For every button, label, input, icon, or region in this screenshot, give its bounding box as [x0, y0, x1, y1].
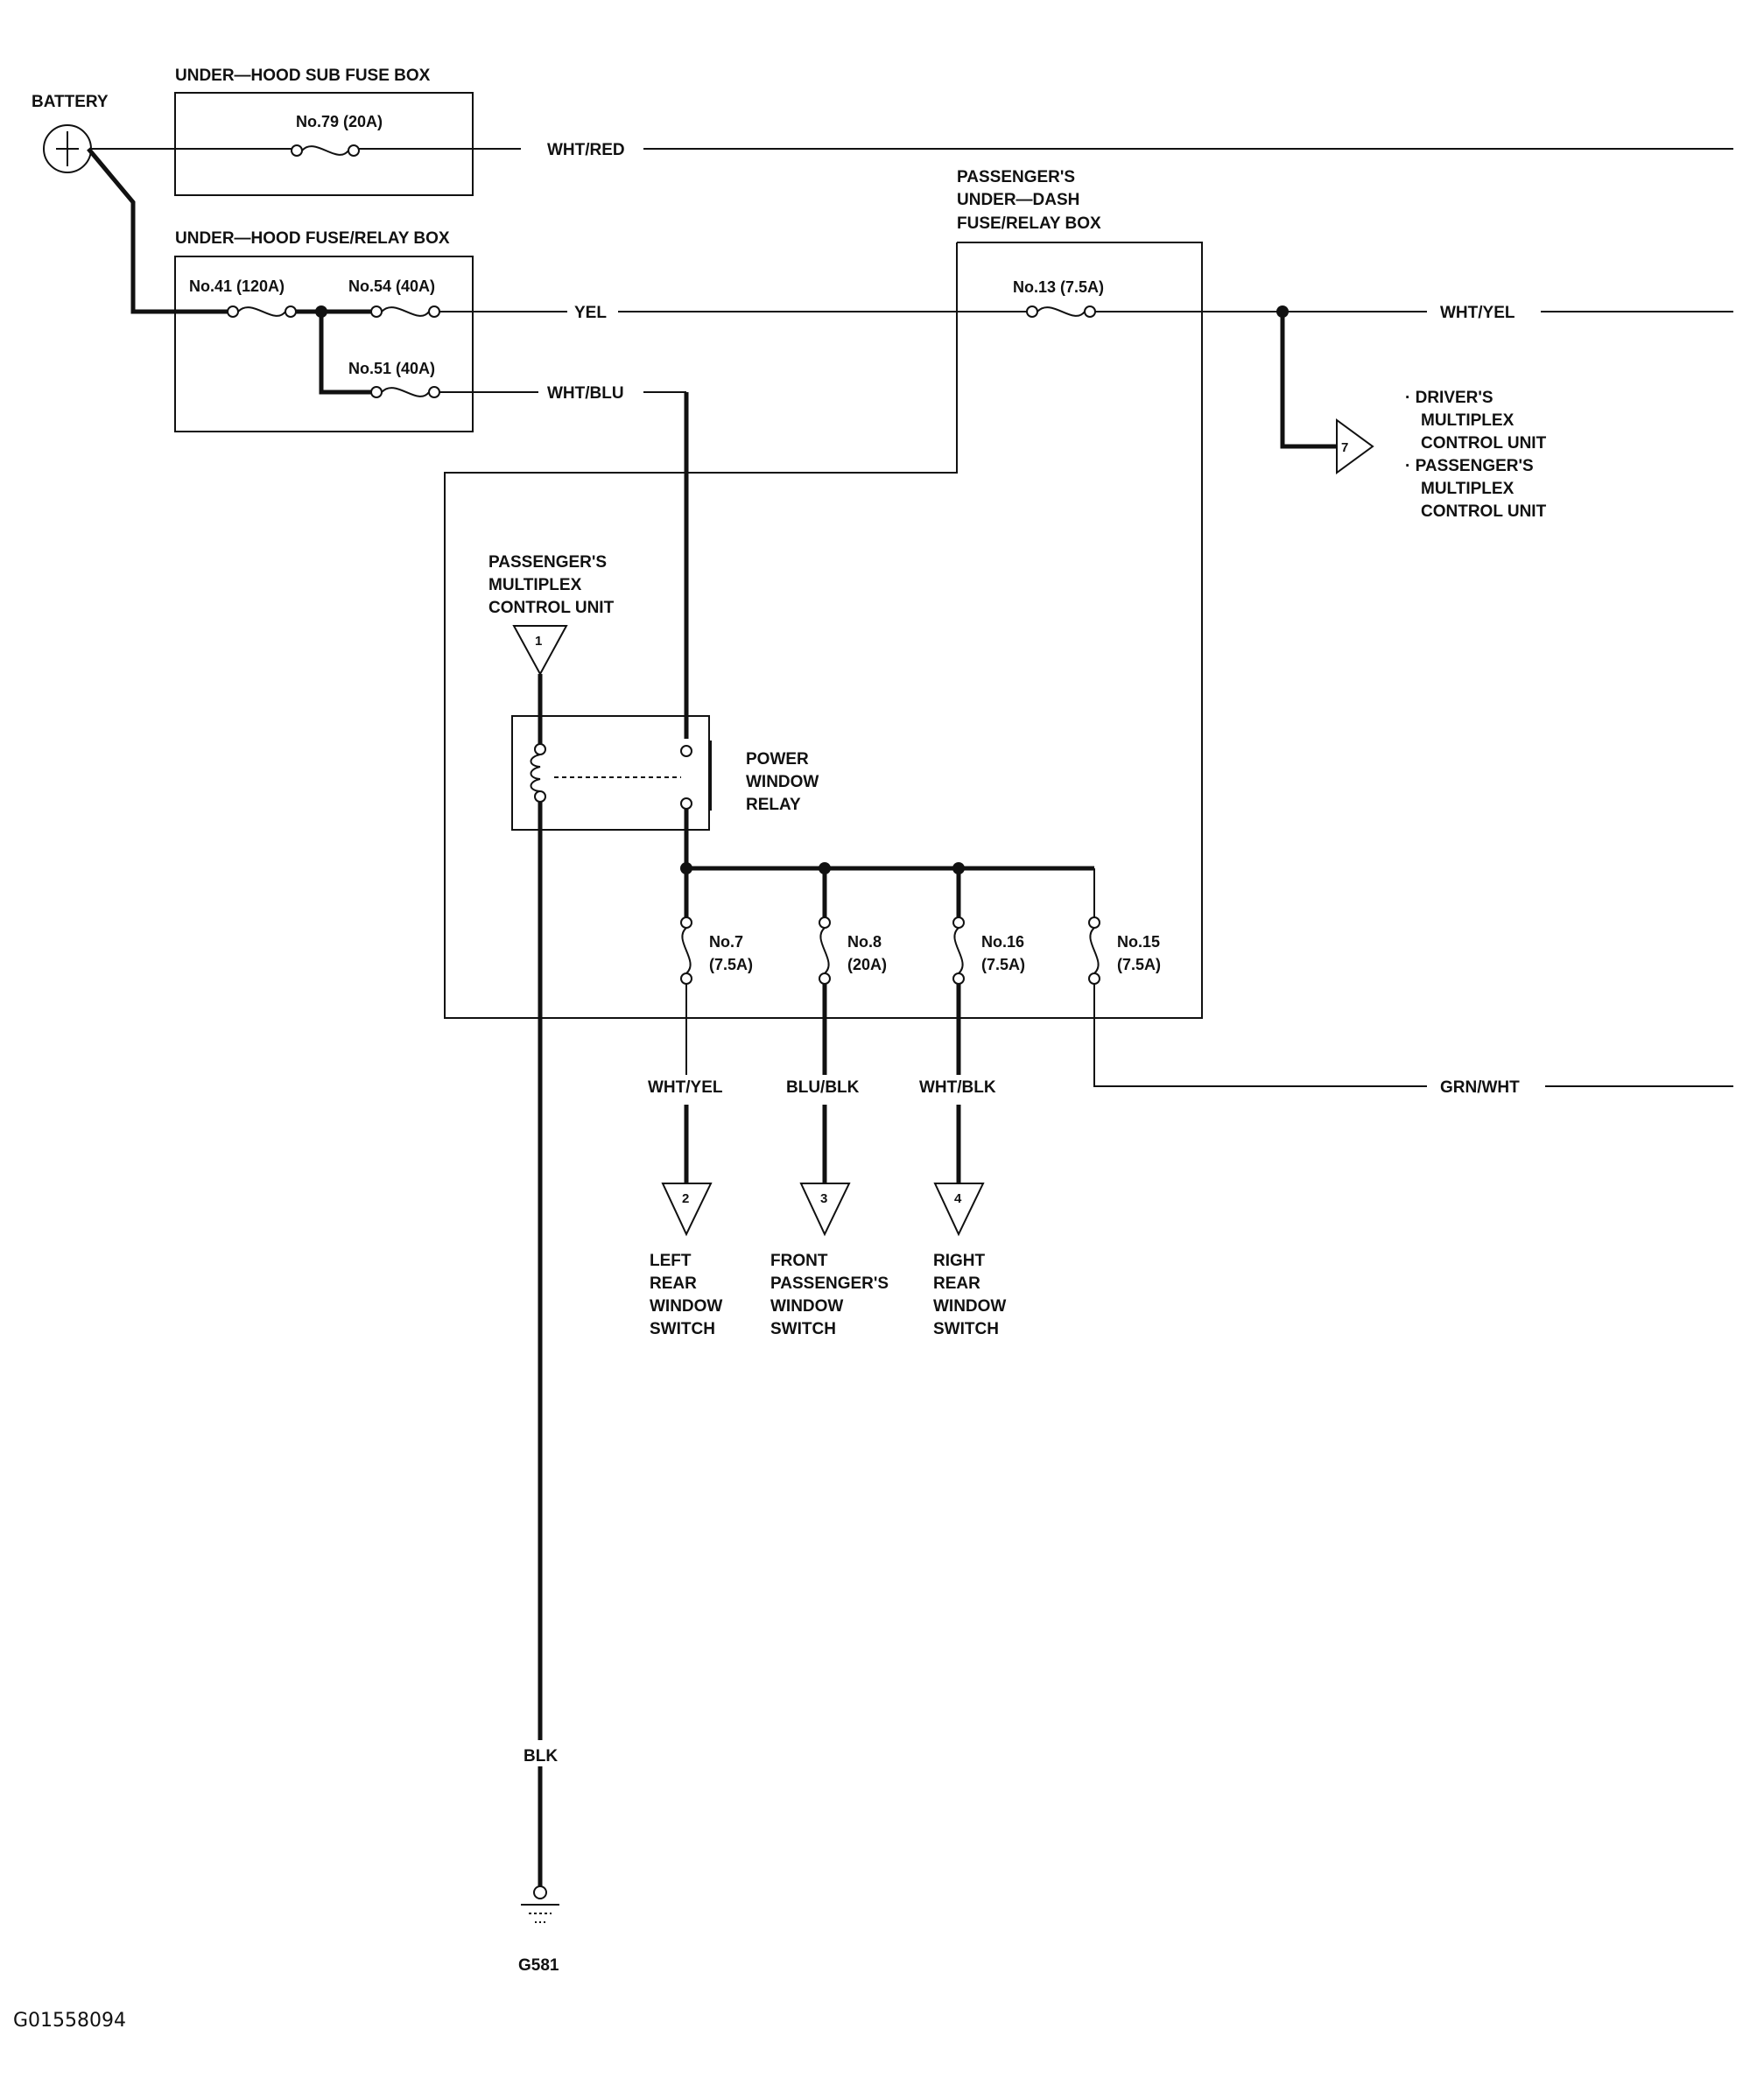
fuse-16: No.16 (7.5A) [952, 916, 1025, 985]
wire-label-wht-red: WHT/RED [547, 141, 625, 159]
ground-g581: G581 [518, 1885, 559, 1975]
wire-label-wht-blk: WHT/BLK [919, 1078, 996, 1097]
pass-mcu-line-2: MULTIPLEX [488, 576, 582, 594]
wire-blu-blk: BLU/BLK [786, 984, 860, 1183]
wire-label-wht-yel: WHT/YEL [648, 1078, 723, 1097]
fuse-bus [680, 862, 1095, 917]
left-rear-line-3: WINDOW [650, 1297, 722, 1316]
connector-4: 4 [933, 1183, 985, 1237]
wire-battery-feed [87, 147, 371, 395]
right-rear-line-2: REAR [933, 1274, 980, 1293]
fuse-54 [370, 305, 440, 318]
left-rear-window-switch: LEFT REAR WINDOW SWITCH [650, 1252, 722, 1338]
fuse-15-name: No.15 [1117, 933, 1160, 951]
wire-label-yel: YEL [574, 304, 607, 322]
fuse-16-name: No.16 [981, 933, 1024, 951]
mcu-list-line-4: · PASSENGER'S [1405, 457, 1534, 475]
right-rear-window-switch: RIGHT REAR WINDOW SWITCH [933, 1252, 1006, 1338]
dash-box-line-2: UNDER—DASH [957, 191, 1079, 209]
left-rear-line-4: SWITCH [650, 1320, 715, 1338]
connector-1: 1 [512, 625, 568, 677]
wire-wht-yel: WHT/YEL [648, 984, 723, 1183]
mcu-list-line-6: CONTROL UNIT [1421, 502, 1547, 521]
fuse-13-label: No.13 (7.5A) [1013, 278, 1104, 296]
sub-fuse-box-label: UNDER—HOOD SUB FUSE BOX [175, 67, 431, 85]
wire-wht-yel-top: WHT/YEL [1095, 304, 1733, 449]
battery-label: BATTERY [32, 93, 109, 111]
front-passenger-window-switch: FRONT PASSENGER'S WINDOW SWITCH [770, 1252, 889, 1338]
wire-wht-red: WHT/RED [91, 141, 1733, 159]
connector-4-number: 4 [954, 1191, 962, 1206]
connector-3: 3 [799, 1183, 851, 1237]
mcu-list-line-3: CONTROL UNIT [1421, 434, 1547, 453]
fuse-15: No.15 (7.5A) [1088, 916, 1161, 985]
front-pass-line-3: WINDOW [770, 1297, 843, 1316]
fuse-51-label: No.51 (40A) [348, 360, 435, 377]
connector-7-number: 7 [1341, 440, 1348, 455]
front-pass-line-1: FRONT [770, 1252, 828, 1270]
wire-label-blk: BLK [524, 1747, 558, 1766]
sub-fuse-box: UNDER—HOOD SUB FUSE BOX No.79 (20A) [174, 67, 474, 196]
relay-line-1: POWER [746, 750, 809, 769]
fuse-8-rating: (20A) [847, 956, 887, 973]
fuse-41 [227, 305, 297, 318]
multiplex-units-list: · DRIVER'S MULTIPLEX CONTROL UNIT · PASS… [1405, 389, 1547, 521]
wire-label-wht-yel-top: WHT/YEL [1440, 304, 1515, 322]
fuse-41-label: No.41 (120A) [189, 277, 285, 295]
mcu-list-line-5: MULTIPLEX [1421, 480, 1515, 498]
dash-box-line-3: FUSE/RELAY BOX [957, 214, 1101, 233]
wire-wht-blu: WHT/BLU [439, 384, 689, 739]
pass-mcu-line-1: PASSENGER'S [488, 553, 607, 572]
dash-box-line-1: PASSENGER'S [957, 168, 1075, 186]
fuse-7-rating: (7.5A) [709, 956, 753, 973]
ground-label: G581 [518, 1956, 559, 1975]
connector-2-number: 2 [682, 1191, 689, 1206]
wire-blk: BLK [520, 1740, 560, 1766]
fuse-7-name: No.7 [709, 933, 743, 951]
front-pass-line-4: SWITCH [770, 1320, 836, 1338]
fuse-51 [370, 386, 440, 398]
wire-label-blu-blk: BLU/BLK [786, 1078, 860, 1097]
relay-line-2: WINDOW [746, 773, 819, 791]
passenger-mcu: PASSENGER'S MULTIPLEX CONTROL UNIT [488, 553, 615, 617]
fuse-relay-box-label: UNDER—HOOD FUSE/RELAY BOX [175, 229, 450, 248]
right-rear-line-3: WINDOW [933, 1297, 1006, 1316]
fuse-8: No.8 (20A) [819, 916, 887, 985]
fuse-15-rating: (7.5A) [1117, 956, 1161, 973]
left-rear-line-1: LEFT [650, 1252, 692, 1270]
right-rear-line-4: SWITCH [933, 1320, 999, 1338]
front-pass-line-2: PASSENGER'S [770, 1274, 889, 1293]
fuse-54-label: No.54 (40A) [348, 277, 435, 295]
wire-label-wht-blu: WHT/BLU [547, 384, 624, 403]
fuse-16-rating: (7.5A) [981, 956, 1025, 973]
pass-mcu-line-3: CONTROL UNIT [488, 599, 615, 617]
fuse-79 [291, 144, 360, 157]
right-rear-line-1: RIGHT [933, 1252, 986, 1270]
mcu-list-line-2: MULTIPLEX [1421, 411, 1515, 430]
wire-yel: YEL [439, 304, 1027, 322]
connector-3-number: 3 [820, 1191, 827, 1206]
mcu-list-line-1: · DRIVER'S [1405, 389, 1493, 407]
fuse-7: No.7 (7.5A) [680, 916, 753, 985]
wire-label-grn-wht: GRN/WHT [1440, 1078, 1520, 1097]
fuse-13 [1026, 305, 1096, 318]
fuse-79-label: No.79 (20A) [296, 113, 383, 130]
image-id: G01558094 [13, 2010, 126, 2032]
fuse-8-name: No.8 [847, 933, 882, 951]
left-rear-line-2: REAR [650, 1274, 697, 1293]
power-window-relay: POWER WINDOW RELAY [511, 674, 819, 1886]
connector-1-number: 1 [535, 634, 542, 649]
relay-line-3: RELAY [746, 796, 801, 814]
wire-wht-blk: WHT/BLK [919, 984, 996, 1183]
connector-2: 2 [661, 1183, 713, 1237]
under-dash-box: PASSENGER'S UNDER—DASH FUSE/RELAY BOX No… [444, 168, 1203, 1019]
junction-dot [315, 305, 327, 318]
fuse-relay-box: UNDER—HOOD FUSE/RELAY BOX No.41 (120A) N… [174, 229, 474, 432]
wire-grn-wht: GRN/WHT [1093, 984, 1733, 1097]
connector-7: 7 [1336, 418, 1374, 474]
